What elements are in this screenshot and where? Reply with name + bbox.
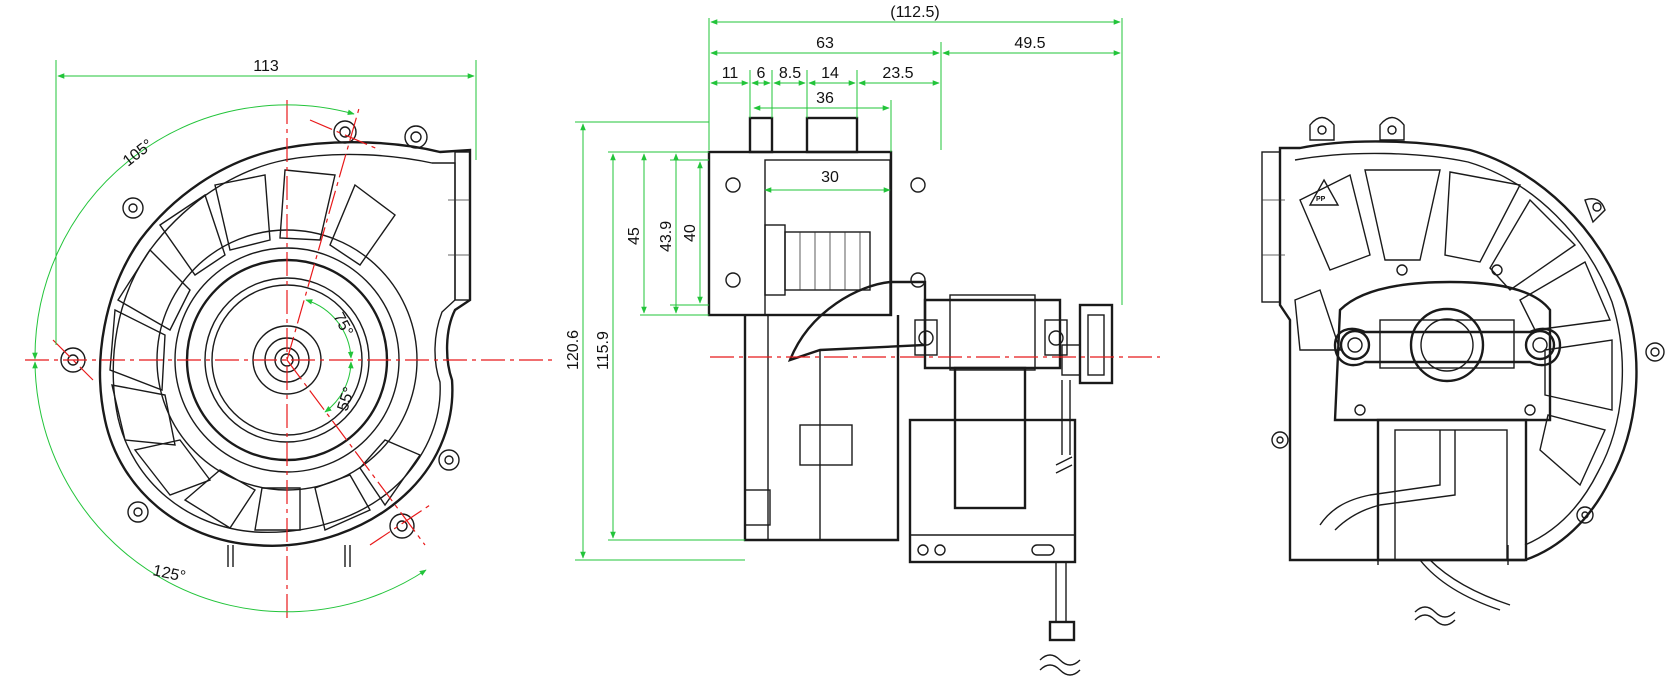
side-dimensions: (112.5) 63 49.5 11 6 8.5 14 23.5 36 30 xyxy=(565,4,1123,561)
dim-115-9: 115.9 xyxy=(595,331,612,370)
angle-55-label: 55° xyxy=(335,385,359,413)
rear-ribs xyxy=(1294,169,1613,487)
dim-8-5: 8.5 xyxy=(779,65,801,82)
dim-23-5: 23.5 xyxy=(882,65,913,82)
side-housing xyxy=(707,116,926,542)
angle-75-label: 75° xyxy=(329,310,355,339)
dim-112-5: (112.5) xyxy=(890,4,940,21)
dim-6: 6 xyxy=(757,65,766,82)
material-mark-text: PP xyxy=(1316,196,1326,203)
dim-14: 14 xyxy=(821,65,839,82)
angle-125-label: 125° xyxy=(151,562,187,586)
pp-recycle-mark: PP xyxy=(1308,178,1340,206)
dim-11: 11 xyxy=(722,65,739,82)
dim-49-5: 49.5 xyxy=(1014,35,1045,52)
side-motor xyxy=(787,280,1114,676)
front-centerlines xyxy=(25,100,555,622)
side-view: (112.5) 63 49.5 11 6 8.5 14 23.5 36 30 xyxy=(565,4,1160,676)
rear-motor-bracket xyxy=(1319,280,1562,626)
dim-43-9: 43.9 xyxy=(658,221,675,252)
dim-45: 45 xyxy=(626,227,643,245)
dim-63: 63 xyxy=(816,35,834,52)
rear-housing xyxy=(1261,116,1665,562)
dim-40: 40 xyxy=(682,224,699,242)
front-view: 113 105° 125° 75° 55° xyxy=(25,58,555,622)
dim-30: 30 xyxy=(821,169,839,186)
front-housing-outline xyxy=(98,141,472,547)
dim-120-6: 120.6 xyxy=(565,330,582,370)
angle-105-label: 105° xyxy=(120,136,157,170)
rear-view: PP xyxy=(1261,116,1665,626)
dim-36: 36 xyxy=(816,90,834,107)
width-dimension-label: 113 xyxy=(253,58,279,75)
